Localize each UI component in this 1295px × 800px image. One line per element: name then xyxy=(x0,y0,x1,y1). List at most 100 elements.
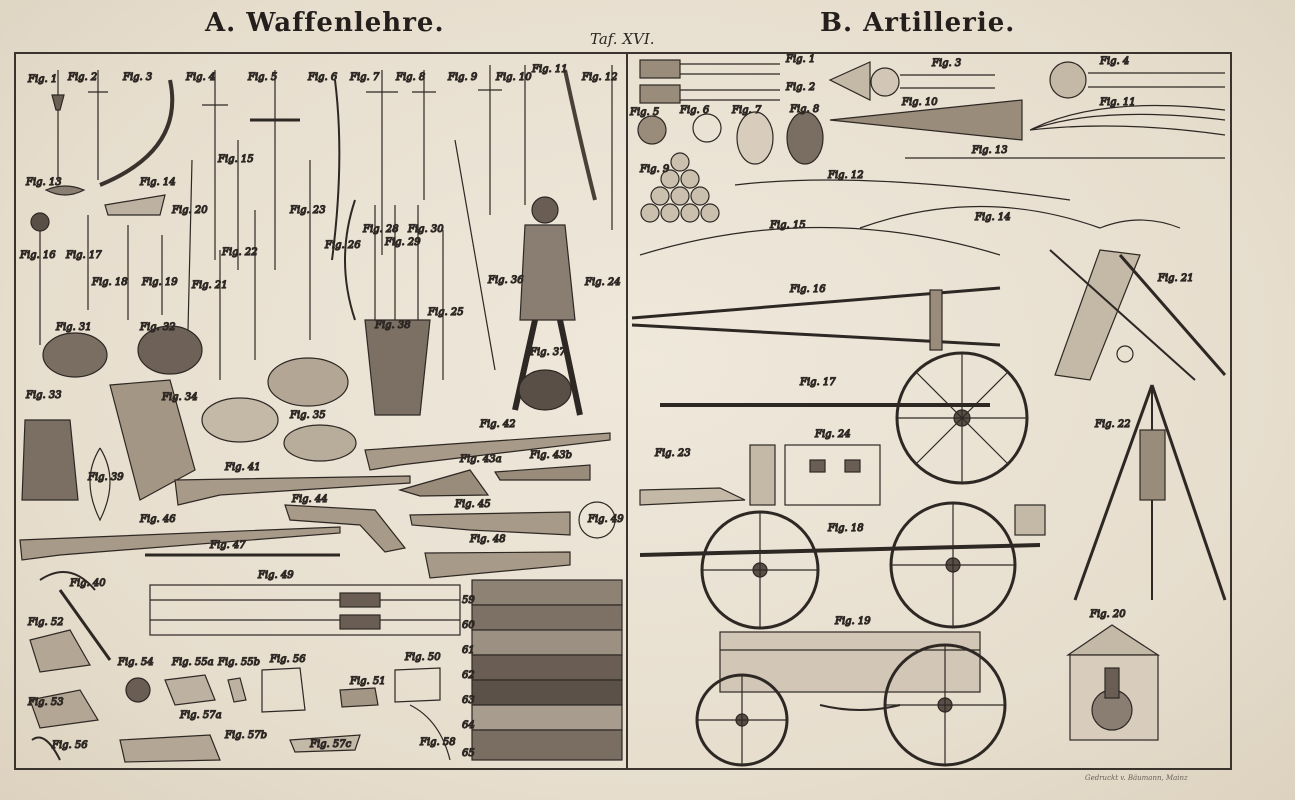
ball-pyramid-9 xyxy=(640,152,720,223)
crossbow-40 xyxy=(39,571,96,591)
label-b14: Fig. 14 xyxy=(974,212,1011,223)
label-a42: Fig. 42 xyxy=(479,419,516,430)
label-a12: Fig. 12 xyxy=(581,72,618,83)
swatch-62: 62 xyxy=(462,670,475,681)
label-a48: Fig. 48 xyxy=(469,534,506,545)
part-55b xyxy=(227,677,247,703)
trajectory-12 xyxy=(734,179,1071,201)
swatch-63: 63 xyxy=(462,695,475,706)
label-a2: Fig. 2 xyxy=(67,72,97,83)
label-a40: Fig. 40 xyxy=(69,578,106,589)
label-a7: Fig. 7 xyxy=(349,72,380,83)
cartridge-1 xyxy=(639,59,681,79)
sword-4 xyxy=(202,70,228,260)
crossbow-stock xyxy=(58,589,112,661)
label-a26: Fig. 26 xyxy=(324,240,361,251)
label-a37: Fig. 37 xyxy=(529,347,566,358)
label-b21: Fig. 21 xyxy=(1157,273,1194,284)
label-b16: Fig. 16 xyxy=(789,284,826,295)
gun-45 xyxy=(409,511,571,536)
label-a5: Fig. 5 xyxy=(247,72,277,83)
label-b3: Fig. 3 xyxy=(931,58,961,69)
label-b12: Fig. 12 xyxy=(827,170,864,181)
label-a1: Fig. 1 xyxy=(27,74,57,85)
label-a15: Fig. 15 xyxy=(217,154,254,165)
trajectory-14 xyxy=(859,205,1181,229)
label-a11: Fig. 11 xyxy=(531,64,568,75)
label-a30: Fig. 30 xyxy=(407,224,444,235)
swatch-65: 65 xyxy=(462,748,475,759)
wheel-17 xyxy=(895,351,1029,485)
sling-39 xyxy=(89,447,111,522)
label-a43a: Fig. 43a xyxy=(459,454,502,465)
trajectory-15 xyxy=(639,226,1001,256)
bed-23 xyxy=(639,487,746,506)
label-a16: Fig. 16 xyxy=(19,250,56,261)
label-b18: Fig. 18 xyxy=(827,523,864,534)
label-a13: Fig. 13 xyxy=(25,177,62,188)
label-a31: Fig. 31 xyxy=(55,322,92,333)
label-a23: Fig. 23 xyxy=(289,205,326,216)
lock-detail-49 xyxy=(578,501,616,539)
part-56b xyxy=(31,736,61,761)
morningstar-head xyxy=(30,212,50,232)
ball-6 xyxy=(692,113,722,143)
label-a43b: Fig. 43b xyxy=(529,450,572,461)
label-a34: Fig. 34 xyxy=(161,392,198,403)
musket-41 xyxy=(174,475,411,506)
printer-imprint: Gedruckt v. Bäumann, Mainz xyxy=(1085,774,1188,782)
mechanism-49 xyxy=(149,584,461,636)
part-55a xyxy=(164,674,216,706)
chainmail-38 xyxy=(364,319,431,416)
lock-57a xyxy=(119,734,221,763)
label-a33: Fig. 33 xyxy=(25,390,62,401)
label-a57b: Fig. 57b xyxy=(224,730,267,741)
section-divider xyxy=(626,52,628,770)
ball-3 xyxy=(870,67,900,97)
shell-4 xyxy=(1049,61,1087,99)
label-b11: Fig. 11 xyxy=(1099,97,1136,108)
label-a57a: Fig. 57a xyxy=(179,710,222,721)
label-a3: Fig. 3 xyxy=(122,72,152,83)
grapeshot-8 xyxy=(786,111,824,165)
label-a21: Fig. 21 xyxy=(191,280,228,291)
musket-46 xyxy=(19,526,341,561)
label-b20: Fig. 20 xyxy=(1089,609,1126,620)
label-a58: Fig. 58 xyxy=(419,737,456,748)
label-a17: Fig. 17 xyxy=(65,250,102,261)
part-24a xyxy=(749,444,776,506)
label-b5: Fig. 5 xyxy=(629,107,659,118)
label-a49b: Fig. 49 xyxy=(587,514,624,525)
sword-8 xyxy=(412,70,436,200)
carriage-16 xyxy=(631,286,1001,351)
label-a55a: Fig. 55a xyxy=(171,657,214,668)
sabre-11 xyxy=(563,69,597,201)
gun-48 xyxy=(424,551,571,579)
shield-35 xyxy=(267,357,349,407)
label-a22: Fig. 22 xyxy=(221,247,258,258)
dagger-2 xyxy=(88,70,108,180)
label-a4: Fig. 4 xyxy=(185,72,215,83)
swatch-59: 59 xyxy=(462,595,475,606)
swatch-61: 61 xyxy=(462,645,475,656)
label-b17: Fig. 17 xyxy=(799,377,836,388)
sword-5 xyxy=(250,70,300,270)
label-a50: Fig. 50 xyxy=(404,652,441,663)
lock-43b xyxy=(493,464,591,481)
knight-36 xyxy=(512,196,583,416)
label-b22: Fig. 22 xyxy=(1094,419,1131,430)
swatch-64: 64 xyxy=(462,720,475,731)
shield-curved xyxy=(201,397,279,443)
label-a38: Fig. 38 xyxy=(374,320,411,331)
shell-7 xyxy=(736,111,774,165)
label-a32: Fig. 32 xyxy=(139,322,176,333)
cartridge-2 xyxy=(639,84,681,104)
label-a19: Fig. 19 xyxy=(141,277,178,288)
label-b7: Fig. 7 xyxy=(731,105,762,116)
section-a-title: A. Waffenlehre. xyxy=(205,8,445,38)
label-b8: Fig. 8 xyxy=(789,104,819,115)
label-b15: Fig. 15 xyxy=(769,220,806,231)
trajectory-11 xyxy=(1029,104,1226,136)
part-50 xyxy=(394,667,441,703)
